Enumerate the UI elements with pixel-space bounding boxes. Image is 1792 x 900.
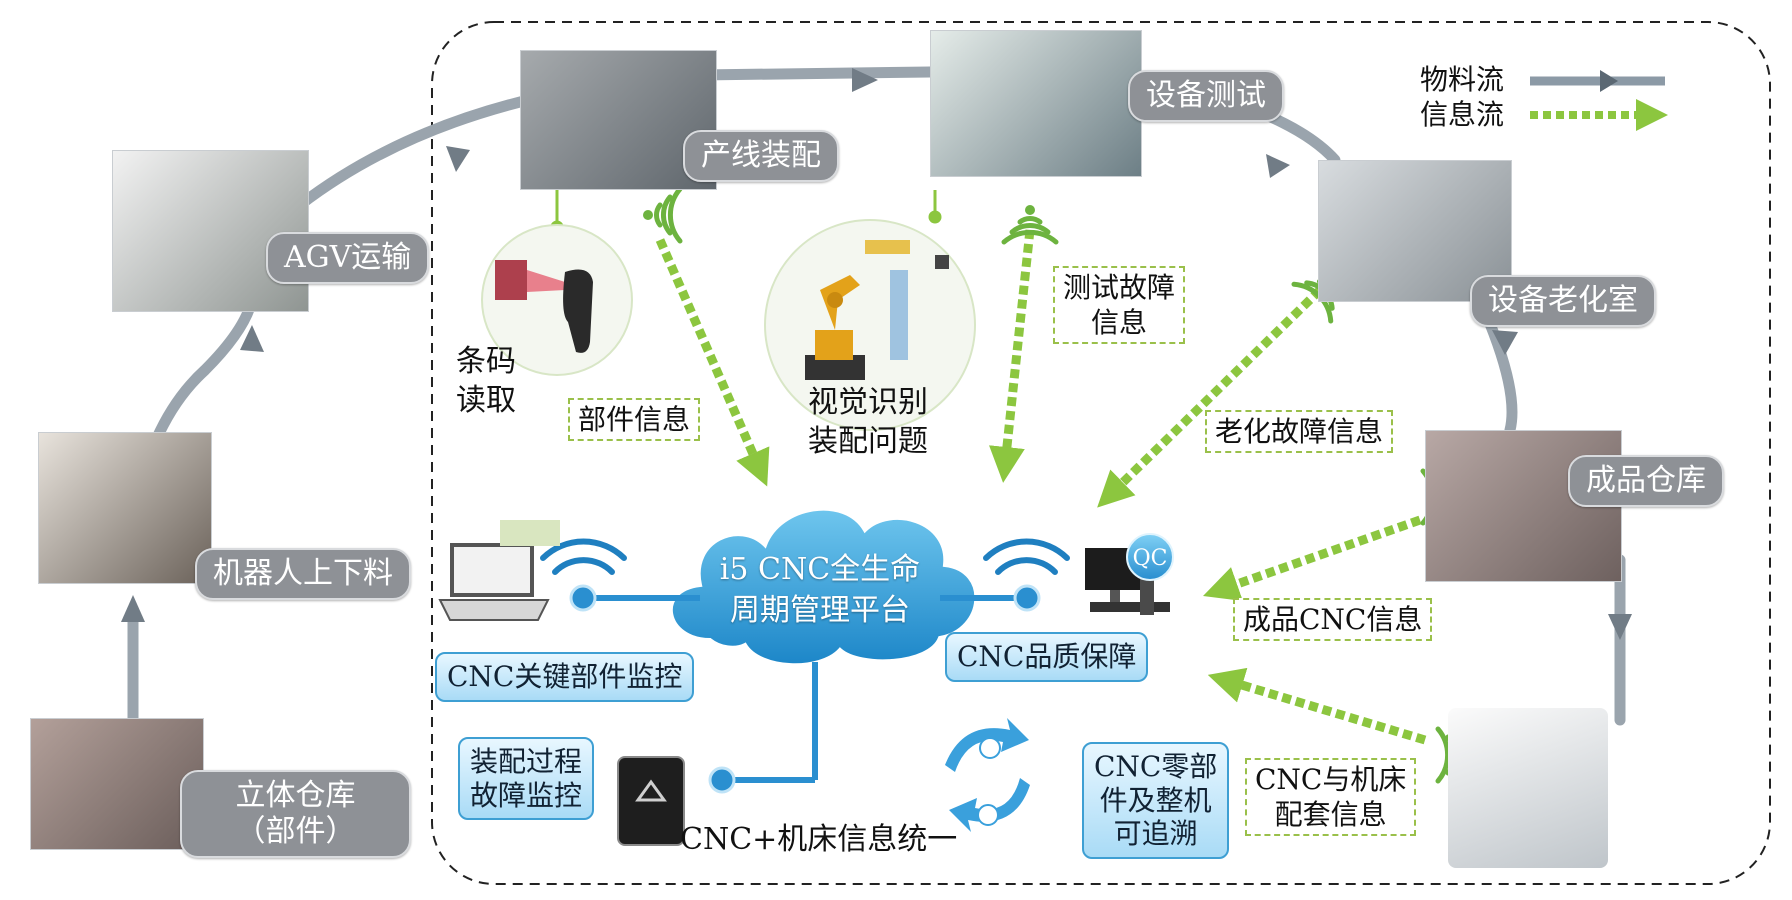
- connector-node: [708, 766, 736, 794]
- platform-cloud: [668, 506, 979, 668]
- cnc-machine-info-label: CNC与机床 配套信息: [1245, 758, 1417, 836]
- wifi-signal-icon: [643, 186, 683, 244]
- station-agv: AGV运输: [266, 232, 430, 284]
- robot-loading-photo: [38, 432, 212, 584]
- station-assembly: 产线装配: [683, 130, 839, 182]
- wifi-broadcast-icon: [540, 538, 1070, 575]
- barcode-scanner-icon: [495, 260, 593, 353]
- aging-fault-label: 老化故障信息: [1205, 410, 1394, 453]
- platform-boundary: [431, 21, 1771, 885]
- station-robot-loading: 机器人上下料: [195, 548, 411, 600]
- tablet-icon: [617, 756, 685, 846]
- cnc-quality-label: CNC品质保障: [945, 632, 1149, 682]
- cnc-machine-unify-label: CNC+机床信息统一: [680, 822, 958, 857]
- station-aging: 设备老化室: [1470, 275, 1656, 327]
- info-flow-lines: [655, 229, 1427, 745]
- cnc-monitor-label: CNC关键部件监控: [435, 652, 695, 702]
- network-connectors: [585, 595, 1025, 783]
- wifi-signal-icon: [1001, 205, 1059, 245]
- finished-cnc-info-label: 成品CNC信息: [1233, 598, 1433, 641]
- test-fault-label: 测试故障 信息: [1053, 266, 1186, 344]
- cnc-machine-photo: [1448, 708, 1608, 868]
- robot-arm-icon: [805, 240, 949, 380]
- assembly-fault-monitor-label: 装配过程 故障监控: [458, 737, 595, 821]
- legend-material-label: 物料流: [1420, 63, 1505, 96]
- station-testing: 设备测试: [1128, 70, 1284, 122]
- agv-photo: [112, 150, 309, 312]
- station-warehouse: 立体仓库 （部件）: [180, 770, 411, 858]
- legend-info-label: 信息流: [1420, 98, 1505, 131]
- connector-node: [1013, 584, 1041, 612]
- barcode-reading-label: 条码 读取: [456, 344, 516, 418]
- vision-inspection-label: 视觉识别 装配问题: [808, 385, 928, 459]
- part-info-label: 部件信息: [568, 398, 701, 441]
- material-flow-arrowheads: [121, 68, 1632, 640]
- testing-photo: [930, 30, 1142, 177]
- laptop-icon: [438, 520, 560, 621]
- warehouse-photo: [30, 718, 204, 850]
- cnc-traceable-label: CNC零部 件及整机 可追溯: [1082, 742, 1230, 859]
- trace-cycle-icon: [945, 718, 1030, 832]
- platform-title: i5 CNC全生命 周期管理平台: [719, 552, 921, 628]
- legend-material-line: [1530, 70, 1665, 92]
- qc-badge: QC: [1126, 533, 1174, 581]
- connector-node: [569, 584, 597, 612]
- station-finished: 成品仓库: [1568, 455, 1724, 507]
